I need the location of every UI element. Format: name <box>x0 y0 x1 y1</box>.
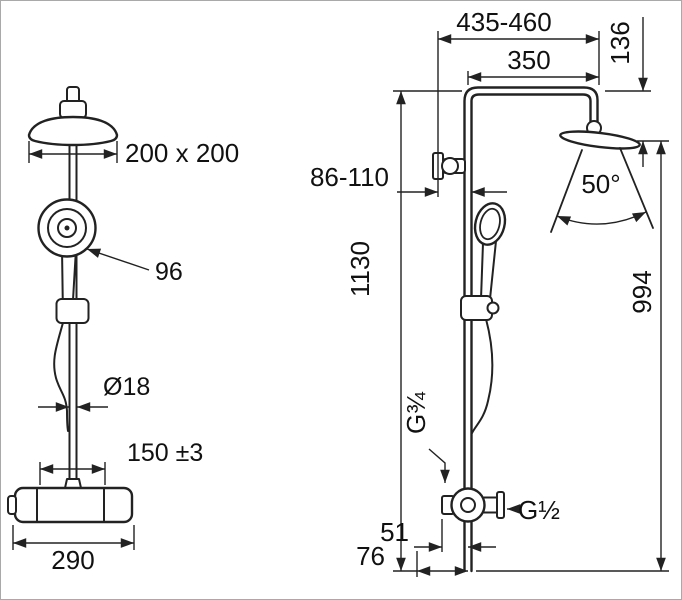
shower-arm-pivot-icon <box>59 86 87 119</box>
dim-inlet-thread-label: G¾ <box>401 392 431 434</box>
wall-bracket-icon <box>432 152 466 180</box>
dim-hand-shower-diameter: 96 <box>86 248 183 286</box>
dim-spray-angle-label: 50° <box>581 169 620 199</box>
dim-reach-label: 435-460 <box>456 7 551 37</box>
riser-pipe-side-icon <box>463 86 599 573</box>
slider-clamp-front-icon <box>55 298 90 324</box>
dim-head-offset: 136 <box>605 17 669 167</box>
dim-reach: 435-460 <box>437 7 600 197</box>
dim-total-height-label: 1130 <box>345 241 375 297</box>
dim-outlet-offset-inner-label: 51 <box>380 517 409 547</box>
overhead-shower-side-icon <box>559 120 641 150</box>
dim-inlet-thread: G¾ <box>401 392 450 483</box>
dim-hand-shower-diameter-label: 96 <box>155 258 183 286</box>
dim-connection-spacing-label: 150 ±3 <box>127 439 203 467</box>
spray-cone-icon <box>550 147 654 233</box>
dim-outlet-offset-inner: 51 <box>380 517 496 552</box>
dim-connection-spacing: 150 ±3 <box>39 439 203 485</box>
dim-bracket-distance: 86-110 <box>310 162 507 197</box>
hand-shower-hose-front-icon <box>53 318 69 432</box>
dim-head-size: 200 x 200 <box>28 138 239 168</box>
hand-shower-side-icon <box>460 202 507 434</box>
dim-outlet-offset-outer: 76 <box>356 541 468 577</box>
dim-arm-reach-label: 350 <box>507 45 550 75</box>
dim-head-height: 994 <box>476 141 669 572</box>
dim-base-width-label: 290 <box>51 545 94 575</box>
side-view <box>432 86 654 573</box>
dim-spray-angle: 50° <box>556 169 647 226</box>
dim-base-width: 290 <box>12 525 135 575</box>
dim-head-offset-label: 136 <box>605 21 635 64</box>
front-view-dimensions: 200 x 200 96 Ø18 150 ±3 290 <box>12 138 239 575</box>
dim-head-size-label: 200 x 200 <box>125 138 239 168</box>
outlet-fitting-icon <box>441 487 505 523</box>
dim-arm-reach: 350 <box>467 45 599 85</box>
dim-pipe-diameter: Ø18 <box>38 373 150 412</box>
hand-shower-front-icon <box>37 198 97 258</box>
dim-outlet-offset-outer-label: 76 <box>356 541 385 571</box>
dim-outlet-thread-label: G½ <box>518 495 560 525</box>
dim-total-height: 1130 <box>345 90 462 571</box>
side-view-dimensions: 435-460 350 136 86-110 50° <box>310 7 669 577</box>
dim-pipe-diameter-label: Ø18 <box>103 373 150 401</box>
front-view <box>7 86 134 524</box>
overhead-shower-front-icon <box>27 115 119 147</box>
mixer-faucet-icon <box>7 478 134 524</box>
dim-outlet-thread: G½ <box>507 495 560 525</box>
dim-bracket-distance-label: 86-110 <box>310 162 389 192</box>
dim-head-height-label: 994 <box>627 270 657 313</box>
